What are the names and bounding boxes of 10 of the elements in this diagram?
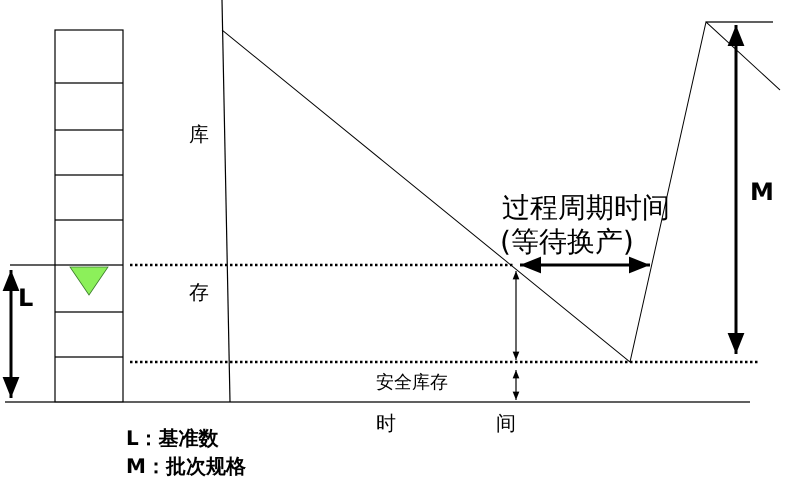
- axis-label: 时: [376, 413, 396, 433]
- axis-label: 库: [189, 124, 209, 144]
- dimension-label: 安全库存: [376, 374, 448, 392]
- dimension-label: L: [18, 286, 34, 310]
- dimension-label: M: [750, 180, 774, 204]
- axis-label: 间: [496, 413, 516, 433]
- annotation-text: (等待换产): [500, 228, 634, 256]
- axis-label: 存: [189, 282, 209, 302]
- legend-text: L：基准数: [126, 428, 219, 448]
- legend-text: M：批次规格: [126, 456, 246, 476]
